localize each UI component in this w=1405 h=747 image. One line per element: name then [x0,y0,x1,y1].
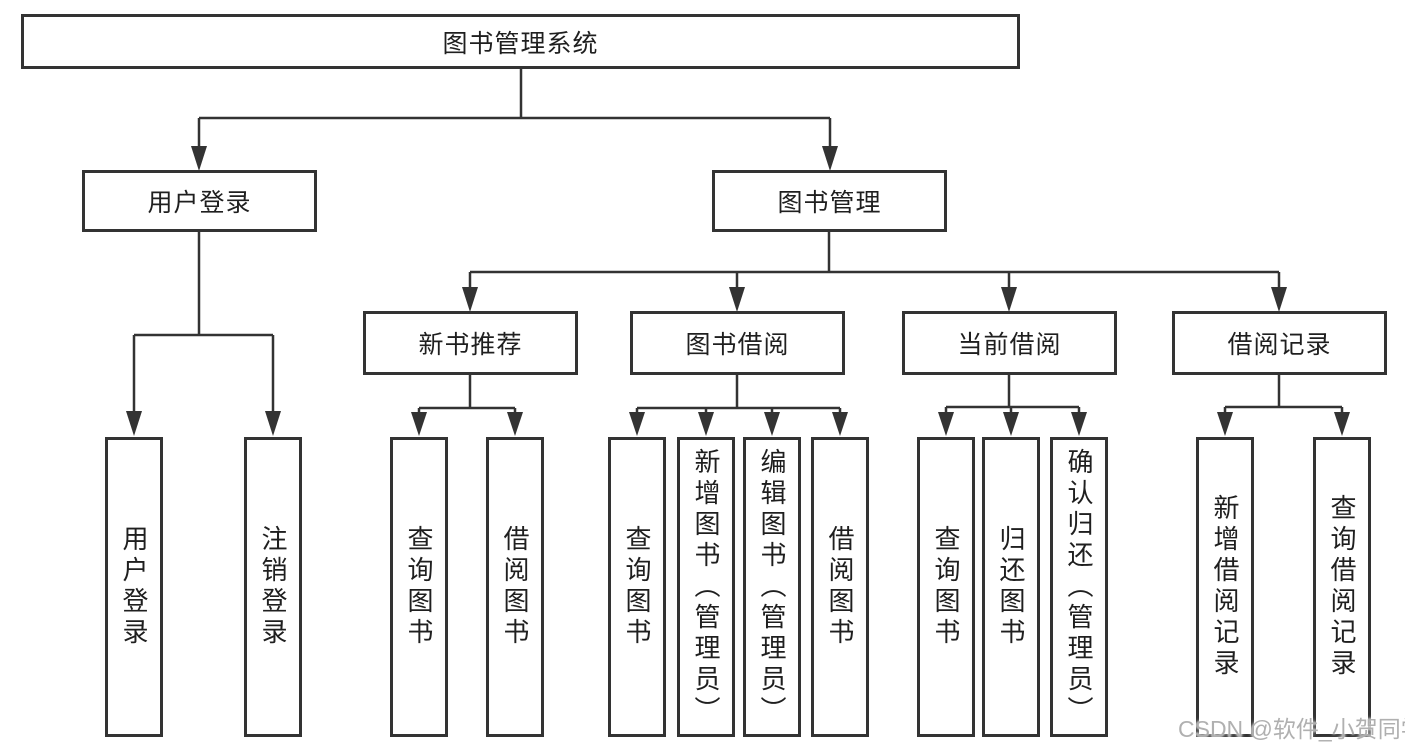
node-label: 用户登录 [147,189,252,217]
node-current-borrow: 当前借阅 [902,311,1117,375]
node-label: 新增借阅记录 [1210,494,1240,680]
node-book-borrow: 图书借阅 [630,311,845,375]
node-label: 当前借阅 [957,331,1062,359]
leaf-edit-books-admin: 编辑图书（管理员） [743,437,801,737]
leaf-recommend-borrow-books: 借阅图书 [486,437,544,737]
node-label: 查询图书 [931,525,961,649]
node-label: 借阅图书 [825,525,855,649]
node-label: 借阅记录 [1227,331,1332,359]
leaf-current-query-books: 查询图书 [917,437,975,737]
node-label: 查询图书 [404,525,434,649]
node-new-book-recommend: 新书推荐 [363,311,578,375]
node-label: 查询图书 [622,525,652,649]
leaf-return-books: 归还图书 [982,437,1040,737]
leaf-user-login: 用户登录 [105,437,163,737]
node-label: 确认归还（管理员） [1064,447,1094,727]
node-label: 编辑图书（管理员） [757,447,787,727]
node-book-management: 图书管理 [712,170,947,232]
node-label: 借阅图书 [500,525,530,649]
node-user-login: 用户登录 [82,170,317,232]
node-label: 用户登录 [119,525,149,649]
arrowheads [126,146,1350,436]
node-label: 归还图书 [996,525,1026,649]
leaf-recommend-query-books: 查询图书 [390,437,448,737]
leaf-borrow-books: 借阅图书 [811,437,869,737]
node-label: 新增图书（管理员） [691,447,721,727]
node-label: 注销登录 [258,525,288,649]
node-label: 图书管理 [777,189,882,217]
leaf-logout: 注销登录 [244,437,302,737]
leaf-add-books-admin: 新增图书（管理员） [677,437,735,737]
node-label: 图书管理系统 [442,29,599,58]
node-root-library-system: 图书管理系统 [21,14,1020,69]
leaf-confirm-return-admin: 确认归还（管理员） [1050,437,1108,737]
csdn-watermark: CSDN @软件_小贺同学 [1178,716,1405,742]
node-borrow-records: 借阅记录 [1172,311,1387,375]
node-label: 新书推荐 [418,331,523,359]
node-label: 图书借阅 [685,331,790,359]
leaf-borrow-query-books: 查询图书 [608,437,666,737]
leaf-query-borrow-record: 查询借阅记录 [1313,437,1371,737]
leaf-add-borrow-record: 新增借阅记录 [1196,437,1254,737]
node-label: 查询借阅记录 [1327,494,1357,680]
